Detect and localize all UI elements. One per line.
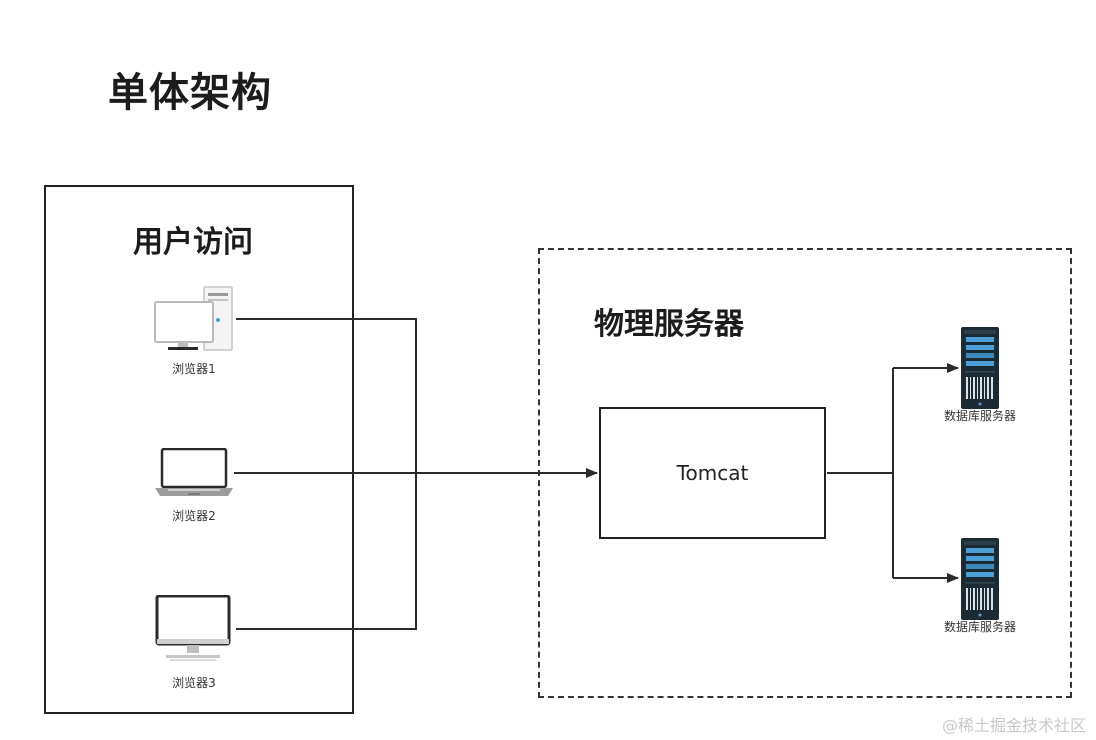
physical-server-title: 物理服务器 — [594, 307, 744, 342]
server-rack-icon — [961, 327, 999, 409]
database1-label: 数据库服务器 — [943, 409, 1016, 423]
browser2-label: 浏览器2 — [172, 509, 216, 523]
laptop-icon — [154, 448, 234, 498]
tomcat-node: Tomcat — [599, 407, 826, 539]
connector-browser1 — [236, 318, 417, 473]
database2-label: 数据库服务器 — [943, 620, 1016, 634]
desktop-computer-icon — [154, 286, 234, 352]
page-title: 单体架构 — [108, 70, 272, 116]
monitor-icon — [154, 595, 234, 665]
user-access-title: 用户访问 — [133, 225, 253, 260]
browser3-label: 浏览器3 — [172, 676, 216, 690]
user-access-group — [44, 185, 354, 714]
browser1-label: 浏览器1 — [172, 362, 216, 376]
watermark: @稀土掘金技术社区 — [941, 716, 1086, 735]
server-rack-icon — [961, 538, 999, 620]
connector-browser3 — [236, 473, 417, 630]
